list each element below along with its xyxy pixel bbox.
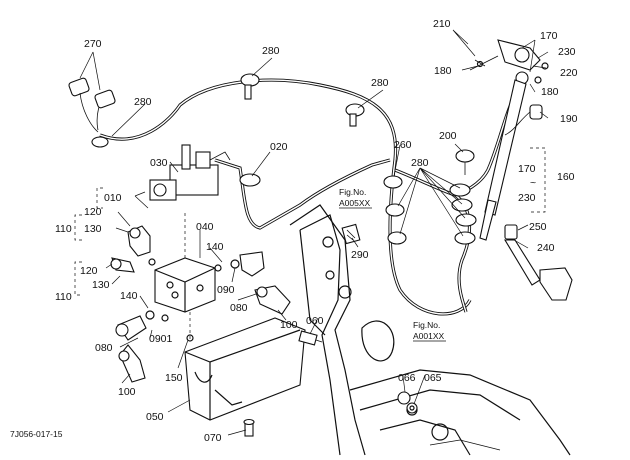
plug-060 (298, 330, 323, 346)
callout-180: 180 (434, 65, 452, 77)
callout-280: 280 (134, 96, 152, 108)
callout-labels: 270 280 280 280 020 030 010 120 110 130 … (55, 18, 578, 444)
manifold-block-040 (154, 210, 216, 340)
callout-140: 140 (206, 241, 224, 253)
fig-ref-a001xx: Fig.No. A001XX (413, 320, 446, 342)
solenoid-valve-030 (149, 144, 231, 201)
callout-280: 280 (262, 45, 280, 57)
callout-220: 220 (560, 67, 578, 79)
callout-110: 110 (55, 291, 72, 303)
callout-140: 140 (120, 290, 138, 302)
callout-280: 280 (371, 77, 389, 89)
chassis-frame (289, 204, 571, 456)
callout-130: 130 (84, 223, 102, 235)
sensor-270 (68, 77, 116, 133)
callout-090: 090 (217, 284, 235, 296)
callout-065: 065 (424, 372, 442, 384)
callout-100: 100 (280, 319, 298, 331)
callout-050: 050 (146, 411, 164, 423)
callout-150: 150 (165, 372, 183, 384)
callout-120: 120 (80, 265, 98, 277)
fig-ref-a005xx: Fig.No. A005XX (339, 187, 372, 209)
cover-050 (184, 317, 306, 421)
callout-180: 180 (541, 86, 559, 98)
callout-290: 290 (351, 249, 369, 261)
callout-160: 160 (557, 171, 575, 183)
callout-030: 030 (150, 157, 168, 169)
callout-210: 210 (433, 18, 451, 30)
callout-010: 010 (104, 192, 122, 204)
leader-lines (79, 29, 549, 436)
callout-260: 260 (394, 139, 412, 151)
fig-ref-label: Fig.No. (413, 320, 440, 330)
callout-060: 060 (306, 315, 324, 327)
switch-290 (341, 223, 361, 245)
dashed-brackets (74, 147, 546, 296)
callout-170: 170 (518, 163, 536, 175)
callout-240: 240 (537, 242, 555, 254)
fig-ref-label: Fig.No. (339, 187, 366, 197)
callout-230: 230 (558, 46, 576, 58)
callout-170: 170 (540, 30, 558, 42)
fig-ref-code: A005XX (339, 198, 371, 208)
callout-280: 280 (411, 157, 429, 169)
callout-190: 190 (560, 113, 578, 125)
callout-080: 080 (95, 342, 113, 354)
callout-070: 070 (204, 432, 222, 444)
callout-020: 020 (270, 141, 288, 153)
fittings (110, 225, 291, 383)
callout-230: 230 (518, 192, 536, 204)
fig-ref-code: A001XX (413, 331, 445, 341)
callout-110: 110 (55, 223, 72, 235)
callout-100: 100 (118, 386, 136, 398)
callout-250: 250 (529, 221, 547, 233)
wire-harness (96, 78, 517, 316)
callout-066: 066 (398, 372, 416, 384)
tilde-symbol: ~ (530, 177, 536, 189)
callout-200: 200 (439, 130, 457, 142)
callout-120: 120 (84, 206, 102, 218)
lever-assembly (455, 39, 573, 301)
figure-code: 7J056-017-15 (10, 429, 63, 439)
callout-040: 040 (196, 221, 214, 233)
callout-270: 270 (84, 38, 102, 50)
parts-066-065 (397, 391, 418, 414)
bolt-070 (243, 418, 255, 437)
callout-080: 080 (230, 302, 248, 314)
callout-130: 130 (92, 279, 110, 291)
clamp-280-set (91, 73, 477, 245)
callout-0901: 0901 (149, 333, 173, 345)
